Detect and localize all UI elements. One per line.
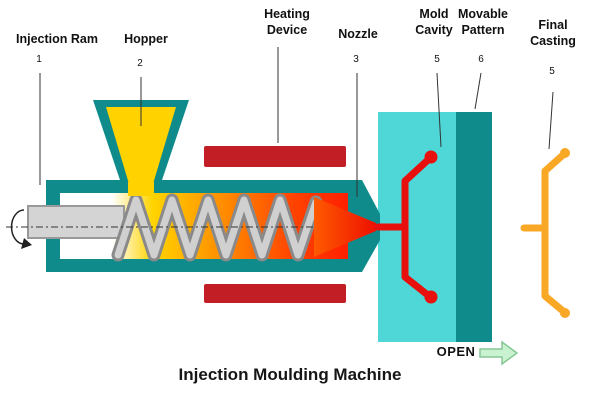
number-nozzle: 3	[353, 54, 359, 65]
mold-cavity-shape	[374, 155, 433, 300]
final-casting-dot-bottom	[560, 308, 570, 318]
label-nozzle: Nozzle	[338, 27, 378, 41]
label-heating-device: Heating Device	[264, 7, 310, 37]
final-casting-shape	[520, 151, 567, 315]
label-mold-cavity: Mold Cavity	[415, 7, 453, 37]
label-final-casting: Final Casting	[530, 18, 576, 48]
diagram-title: Injection Moulding Machine	[178, 365, 402, 384]
heater-bottom	[204, 284, 346, 303]
number-movable-pattern: 6	[478, 54, 484, 65]
rotation-arrow-icon	[10, 209, 25, 245]
number-injection-ram: 1	[36, 54, 42, 65]
hopper-material	[106, 107, 176, 184]
number-final-casting: 5	[549, 66, 555, 77]
label-movable-pattern: Movable Pattern	[457, 7, 509, 37]
final-casting-dot-top	[560, 148, 570, 158]
label-hopper: Hopper	[124, 32, 168, 46]
rotation-arrowhead-icon	[21, 238, 32, 249]
leader-lines	[39, 47, 554, 197]
nozzle-melt-cone	[314, 197, 376, 257]
open-label: OPEN	[436, 344, 476, 359]
movable-pattern-block	[456, 112, 492, 342]
heater-top	[204, 146, 346, 167]
label-injection-ram: Injection Ram	[16, 32, 98, 46]
mold-cavity-dot-bottom	[424, 290, 438, 304]
number-hopper: 2	[137, 58, 143, 69]
open-arrow-icon	[479, 340, 519, 366]
number-mold-cavity: 5	[434, 54, 440, 65]
hopper-throat	[128, 182, 154, 196]
mold-cavity-dot-top	[424, 150, 438, 164]
injection-ram-rod	[27, 205, 125, 239]
